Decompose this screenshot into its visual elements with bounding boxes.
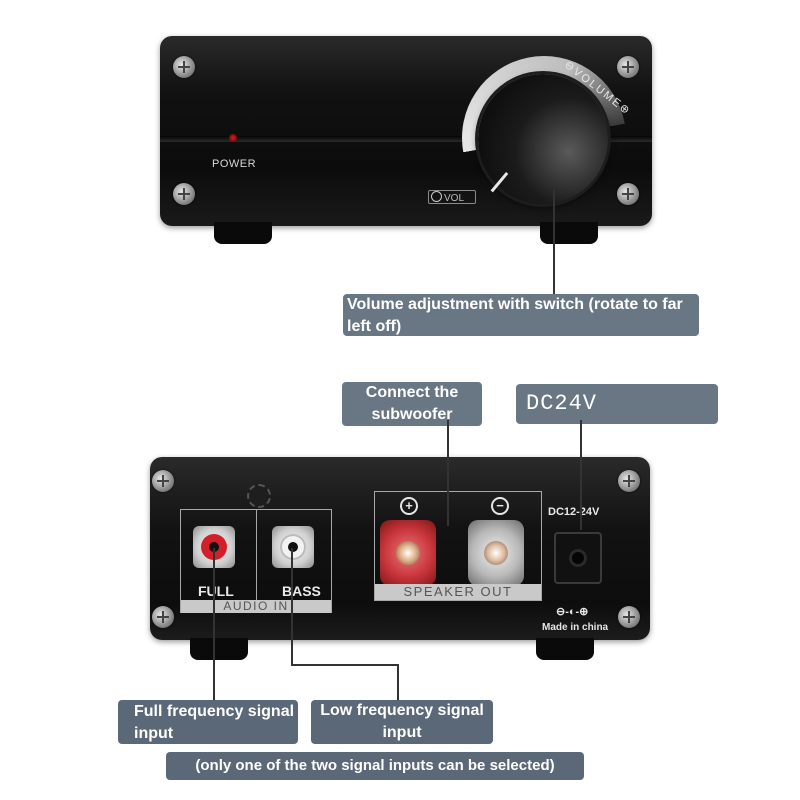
screw-icon bbox=[152, 470, 174, 492]
full-input-callout-line bbox=[213, 548, 215, 701]
minus-icon: − bbox=[491, 497, 509, 515]
speaker-post-positive[interactable] bbox=[380, 520, 436, 586]
speaker-out-frame bbox=[374, 491, 542, 601]
subwoofer-callout-line bbox=[447, 420, 449, 526]
low-input-callout-line-h bbox=[291, 664, 399, 666]
dc-callout-line bbox=[580, 420, 582, 530]
ground-screw-icon bbox=[247, 484, 271, 508]
jack-pin-icon bbox=[288, 542, 298, 552]
audio-in-divider bbox=[256, 509, 257, 601]
low-input-callout-line-v2 bbox=[397, 664, 399, 701]
plus-icon: + bbox=[400, 497, 418, 515]
volume-callout: Volume adjustment with switch (rotate to… bbox=[343, 294, 699, 336]
post-core-icon bbox=[396, 541, 420, 565]
bass-label: BASS bbox=[282, 583, 321, 599]
polarity-label: ⊖-◐-⊕ bbox=[556, 606, 589, 618]
power-label: POWER bbox=[212, 158, 257, 170]
screw-icon bbox=[173, 183, 195, 205]
back-foot-left bbox=[190, 638, 248, 660]
jack-pin-icon bbox=[209, 542, 219, 552]
back-foot-right bbox=[536, 638, 594, 660]
made-in-label: Made in china bbox=[542, 622, 609, 633]
vol-label-text: VOL bbox=[444, 193, 465, 204]
front-foot-left bbox=[214, 222, 272, 244]
speaker-out-label: SPEAKER OUT bbox=[375, 584, 541, 600]
dc-callout: DC24V（5.5*2.1） bbox=[516, 384, 718, 456]
front-panel-groove bbox=[160, 136, 652, 142]
low-input-callout-line bbox=[291, 548, 293, 666]
power-switch-icon bbox=[431, 191, 442, 202]
dc-voltage-label: DC12-24V bbox=[548, 506, 600, 518]
screw-icon bbox=[152, 606, 174, 628]
speaker-post-negative[interactable] bbox=[468, 520, 524, 586]
low-input-callout: Low frequency signal input bbox=[311, 700, 493, 744]
screw-icon bbox=[617, 183, 639, 205]
full-label: FULL bbox=[198, 583, 234, 599]
full-input-callout: Full frequency signal input bbox=[118, 700, 298, 744]
screw-icon bbox=[617, 56, 639, 78]
vol-label: VOL bbox=[428, 190, 476, 204]
bass-rca-jack[interactable] bbox=[272, 526, 314, 568]
screw-icon bbox=[173, 56, 195, 78]
volume-callout-line bbox=[553, 190, 555, 294]
power-led-icon bbox=[229, 134, 237, 142]
post-core-icon bbox=[484, 541, 508, 565]
front-foot-right bbox=[540, 222, 598, 244]
screw-icon bbox=[618, 470, 640, 492]
audio-in-label: AUDIO IN bbox=[181, 600, 331, 613]
note-callout: (only one of the two signal inputs can b… bbox=[166, 752, 584, 780]
subwoofer-callout: Connect the subwoofer bbox=[342, 382, 482, 426]
dc-power-jack[interactable] bbox=[554, 532, 602, 584]
screw-icon bbox=[618, 606, 640, 628]
